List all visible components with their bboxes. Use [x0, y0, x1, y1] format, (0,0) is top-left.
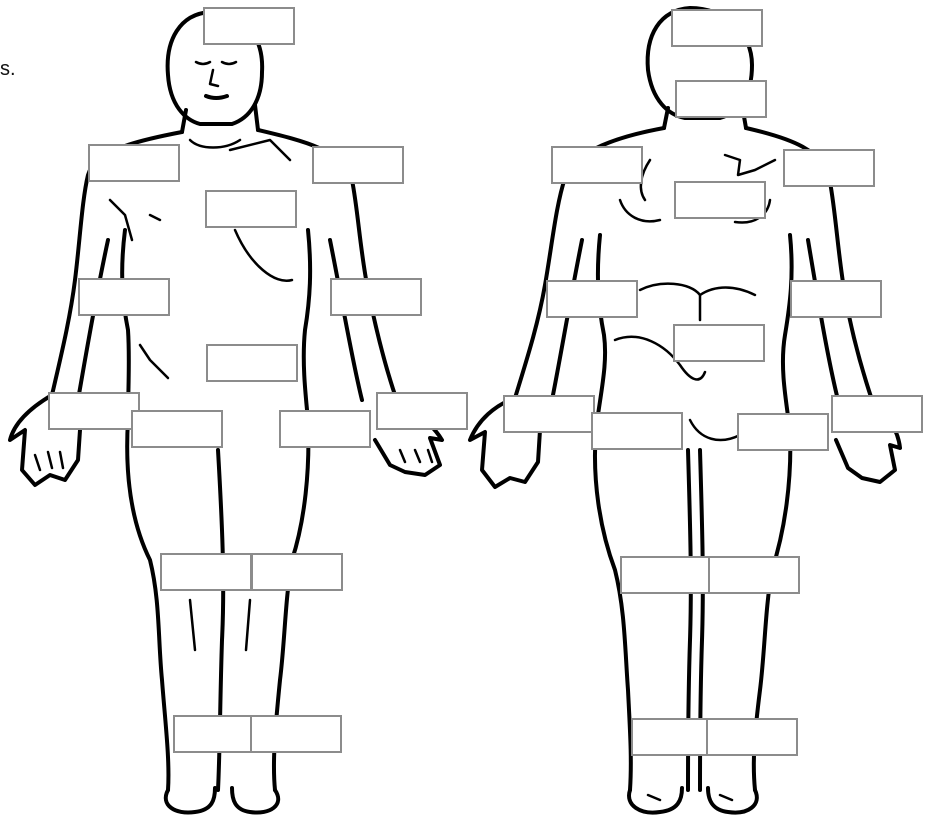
label-box-back-right-knee[interactable] [708, 556, 800, 594]
label-box-back-left-buttock[interactable] [591, 412, 683, 450]
label-box-back-right-forearm[interactable] [831, 395, 923, 433]
label-box-front-right-shoulder[interactable] [88, 144, 180, 182]
label-box-front-left-upper-arm[interactable] [330, 278, 422, 316]
label-box-back-left-upper-arm[interactable] [546, 280, 638, 318]
label-box-front-chest[interactable] [205, 190, 297, 228]
label-box-back-left-knee[interactable] [620, 556, 712, 594]
label-box-front-abdomen[interactable] [206, 344, 298, 382]
label-box-front-right-thigh[interactable] [131, 410, 223, 448]
label-box-front-left-shoulder[interactable] [312, 146, 404, 184]
label-box-back-neck[interactable] [675, 80, 767, 118]
label-box-back-right-buttock[interactable] [737, 413, 829, 451]
label-box-front-right-upper-arm[interactable] [78, 278, 170, 316]
label-box-back-left-shoulder[interactable] [551, 146, 643, 184]
label-box-front-left-knee[interactable] [251, 553, 343, 591]
label-box-front-right-knee[interactable] [160, 553, 252, 591]
label-box-front-left-ankle[interactable] [250, 715, 342, 753]
label-box-front-left-thigh[interactable] [279, 410, 371, 448]
label-box-front-left-forearm[interactable] [376, 392, 468, 430]
label-box-front-right-forearm[interactable] [48, 392, 140, 430]
label-box-back-right-shoulder[interactable] [783, 149, 875, 187]
label-box-back-lower-back[interactable] [673, 324, 765, 362]
label-box-back-right-heel[interactable] [706, 718, 798, 756]
label-box-back-upper-back[interactable] [674, 181, 766, 219]
label-box-back-head[interactable] [671, 9, 763, 47]
label-box-front-head[interactable] [203, 7, 295, 45]
label-box-back-right-upper-arm[interactable] [790, 280, 882, 318]
label-box-back-left-forearm[interactable] [503, 395, 595, 433]
